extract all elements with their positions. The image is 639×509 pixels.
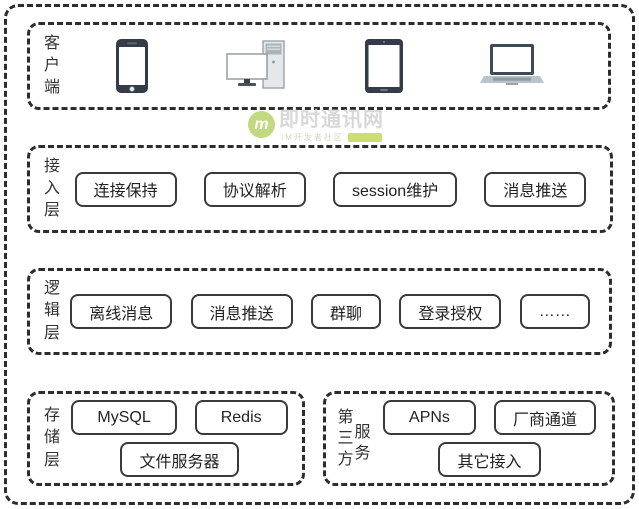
third-party-boxes-stack: APNs 厂商通道 其它接入 xyxy=(371,400,612,477)
box-mysql: MySQL xyxy=(71,400,177,435)
tablet-icon xyxy=(364,38,404,94)
box-apns: APNs xyxy=(383,400,476,435)
box-login-authorization: 登录授权 xyxy=(399,294,502,329)
laptop-icon xyxy=(479,43,544,89)
box-group-chat: 群聊 xyxy=(310,294,381,329)
layer-third-party-label-col2: 服务 xyxy=(354,423,371,462)
layer-access: 接入层 连接保持 协议解析 session维护 消息推送 xyxy=(27,145,613,233)
layer-access-label: 接入层 xyxy=(43,157,60,220)
storage-boxes-stack: MySQL Redis 文件服务器 xyxy=(61,400,302,477)
watermark-title: 即时通讯网 xyxy=(279,109,384,131)
watermark-logo-icon: m xyxy=(248,111,275,138)
desktop-computer-icon xyxy=(225,40,287,92)
box-protocol-parsing: 协议解析 xyxy=(203,171,306,207)
box-connection-keepalive: 连接保持 xyxy=(74,171,177,207)
box-other-access: 其它接入 xyxy=(438,442,541,477)
layer-storage: 存储层 MySQL Redis 文件服务器 xyxy=(27,391,305,486)
box-message-push-access: 消息推送 xyxy=(484,171,587,207)
box-ellipsis: …… xyxy=(519,294,590,329)
layer-logic-label: 逻辑层 xyxy=(43,280,60,342)
box-session-maintenance: session维护 xyxy=(332,171,458,207)
box-file-server: 文件服务器 xyxy=(120,442,239,477)
watermark: m 即时通讯网 IM开发者社区 xyxy=(248,109,384,143)
layer-logic: 逻辑层 离线消息 消息推送 群聊 登录授权 …… xyxy=(27,268,612,355)
layer-third-party: 第三方 服务 APNs 厂商通道 其它接入 xyxy=(323,391,615,486)
layer-third-party-label: 第三方 服务 xyxy=(337,407,371,470)
layer-storage-label: 存储层 xyxy=(43,407,60,469)
box-redis: Redis xyxy=(194,400,288,435)
watermark-subtitle: IM开发者社区 xyxy=(281,133,344,142)
layer-client: 客户端 xyxy=(27,22,611,110)
client-icons-row xyxy=(61,38,608,94)
layer-client-label: 客户端 xyxy=(43,34,60,97)
logic-boxes-row: 离线消息 消息推送 群聊 登录授权 …… xyxy=(61,294,609,329)
access-boxes-row: 连接保持 协议解析 session维护 消息推送 xyxy=(61,171,610,207)
box-vendor-channel: 厂商通道 xyxy=(493,400,596,435)
box-offline-messages: 离线消息 xyxy=(70,294,173,329)
box-message-push-logic: 消息推送 xyxy=(190,294,293,329)
smartphone-icon xyxy=(115,38,149,94)
layer-third-party-label-col1: 第三方 xyxy=(337,408,354,469)
watermark-badge xyxy=(347,133,382,142)
